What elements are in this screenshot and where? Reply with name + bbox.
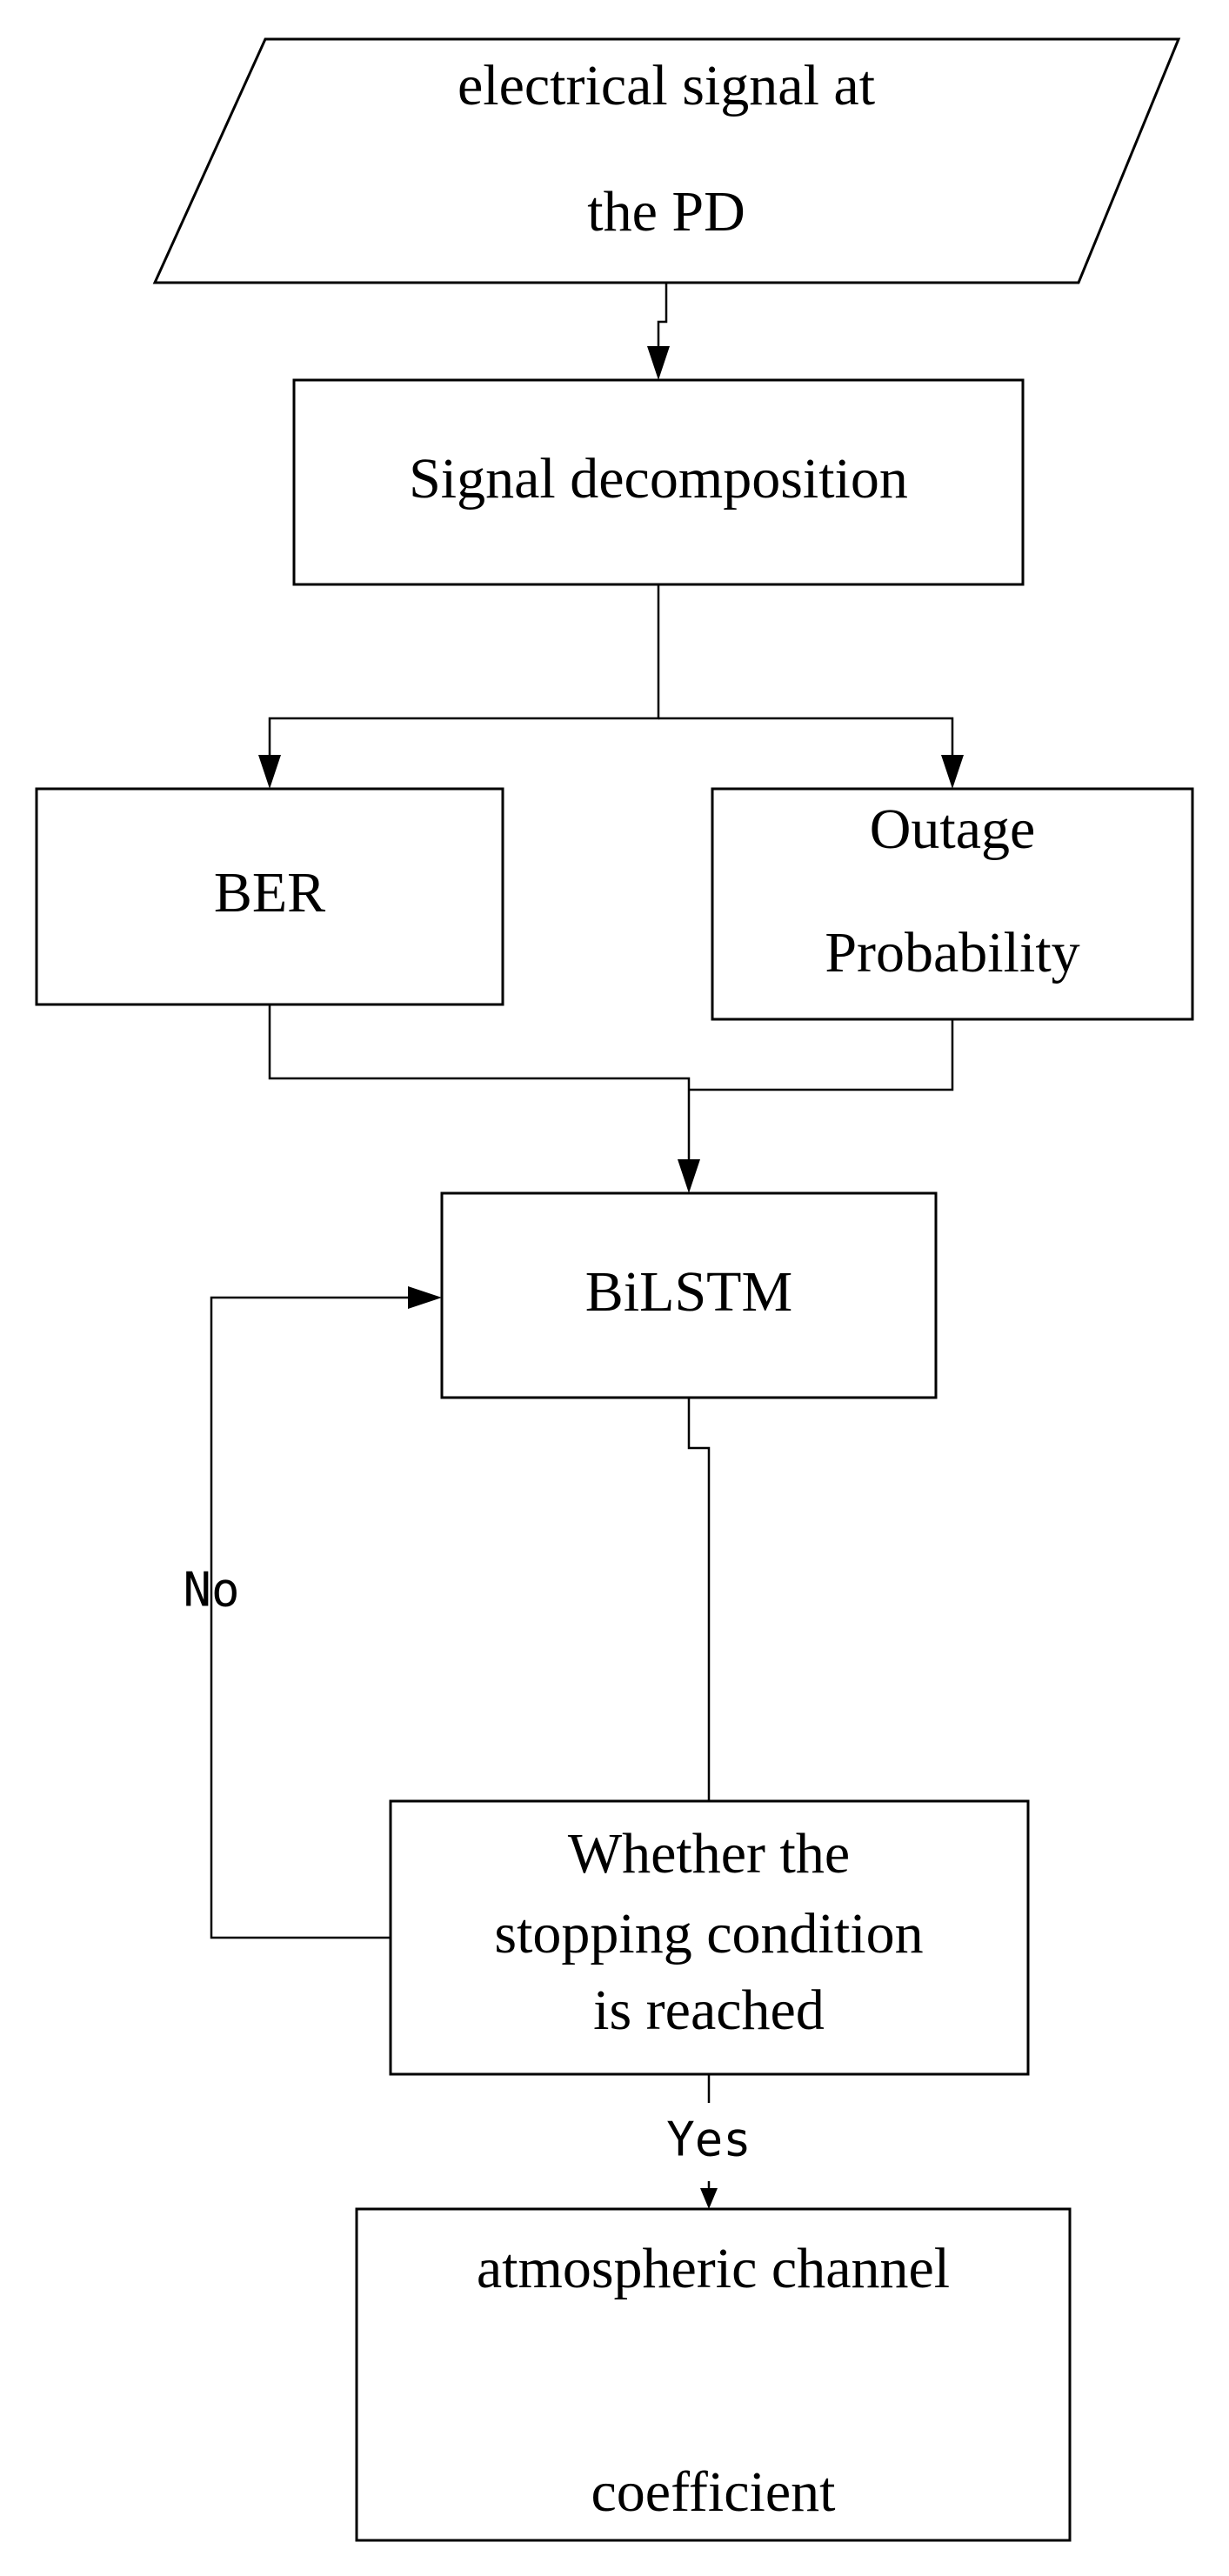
edge-decomposition-to-ber-arrowhead	[258, 755, 281, 789]
edge-decision-no-loop-line	[210, 1296, 411, 1939]
node-bilstm-label: BiLSTM	[585, 1260, 792, 1324]
edge-ber-to-bilstm	[268, 1004, 700, 1193]
node-decomposition: Signal decomposition	[292, 378, 1025, 586]
edge-label-yes: Yes	[666, 2112, 751, 2167]
node-ber-label: BER	[214, 861, 325, 924]
node-bilstm: BiLSTM	[440, 1191, 938, 1399]
node-decision-shape	[389, 1799, 1030, 2076]
node-output-shape	[355, 2207, 1072, 2542]
edge-bilstm-to-decision-line	[687, 1398, 711, 1801]
edge-decomposition-to-ber	[258, 584, 660, 789]
node-input-shape	[152, 37, 1181, 284]
node-input-line-2: the PD	[587, 180, 745, 244]
node-input-line-1: electrical signal at	[458, 54, 875, 117]
edge-label-no: No	[183, 1563, 239, 1618]
node-decomposition-label: Signal decomposition	[409, 447, 908, 511]
node-outage-line-1: Outage	[870, 797, 1036, 861]
node-bilstm-shape	[440, 1191, 938, 1399]
node-decision-line-2: stopping condition	[494, 1902, 923, 1965]
node-decomposition-shape	[292, 378, 1025, 586]
edge-input-to-decomposition-line	[657, 283, 668, 350]
edge-decision-no-loop: No	[183, 1286, 442, 1939]
edge-decision-yes-arrowhead	[700, 2188, 718, 2209]
node-decision: Whether the stopping condition is reache…	[389, 1799, 1030, 2076]
edge-outage-to-bilstm	[689, 1019, 954, 1091]
node-decision-line-1: Whether the	[568, 1822, 850, 1885]
edge-input-to-decomposition-arrowhead	[647, 346, 670, 380]
edge-ber-to-bilstm-line	[268, 1004, 691, 1163]
edge-decision-yes: Yes	[666, 2074, 751, 2209]
node-outage-line-2: Probability	[825, 921, 1079, 984]
node-ber: BER	[35, 787, 504, 1006]
node-outage-shape	[711, 787, 1194, 1021]
edge-decomposition-to-ber-line	[268, 584, 660, 758]
edge-ber-to-bilstm-arrowhead	[678, 1159, 700, 1193]
edge-bilstm-to-decision	[687, 1398, 711, 1801]
edge-decomposition-to-outage-line	[658, 717, 954, 758]
edge-decision-no-loop-arrowhead	[408, 1286, 442, 1309]
node-decision-line-3: is reached	[593, 1979, 825, 2042]
edge-decomposition-to-outage-arrowhead	[941, 755, 964, 789]
edge-input-to-decomposition	[647, 283, 670, 380]
node-output-line-2: coefficient	[591, 2460, 836, 2524]
edge-decomposition-to-outage	[658, 717, 964, 789]
edge-outage-to-bilstm-line	[689, 1019, 954, 1091]
node-output-line-1: atmospheric channel	[477, 2237, 950, 2300]
node-input: electrical signal at the PD	[152, 37, 1181, 284]
node-outage: Outage Probability	[711, 787, 1194, 1021]
node-output: atmospheric channel coefficient	[355, 2207, 1072, 2542]
